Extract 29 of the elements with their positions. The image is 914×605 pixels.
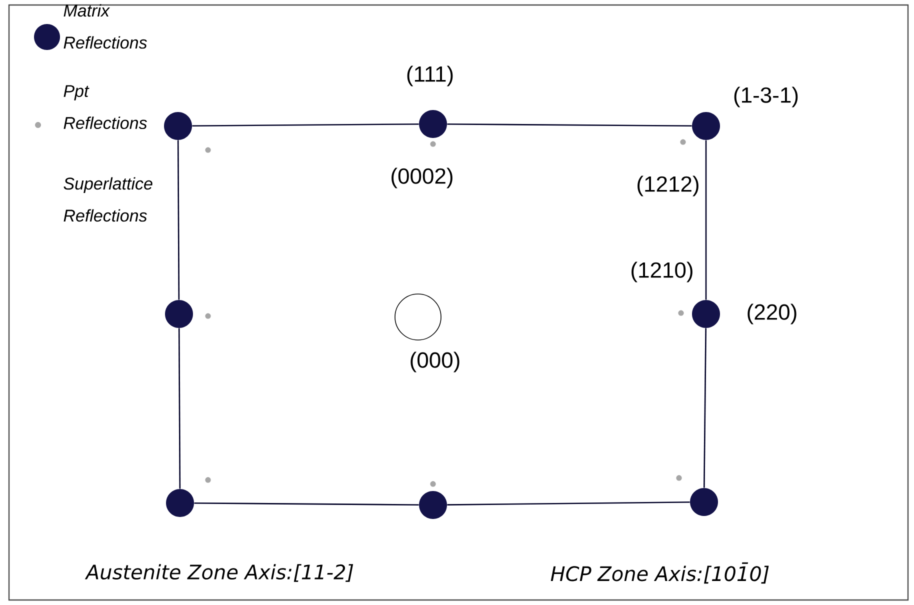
lattice-line [177, 140, 180, 300]
legend-text: Superlattice Reflections [64, 177, 152, 222]
lattice-line [704, 328, 706, 488]
zone-axis-label: Austenite Zone Axis:[11-2] [84, 564, 354, 582]
index-label: (1-3-1) [734, 86, 798, 108]
lattice-line [178, 328, 181, 489]
reflection-dot [166, 488, 194, 517]
legend-text: Ppt Reflections [64, 85, 147, 130]
index-label: (220) [748, 304, 796, 324]
index-label: (111) [407, 66, 453, 86]
reflection-dot [419, 110, 447, 138]
lattice-line [447, 502, 690, 506]
reflection-dot [419, 490, 447, 519]
index-label: (0002) [392, 168, 452, 188]
index-label: (000) [410, 352, 460, 372]
reflection-dot [165, 300, 193, 328]
reflection-dot [692, 300, 720, 328]
origin-spot [394, 294, 442, 340]
reflection-dot [692, 112, 720, 140]
index-label: (1212) [638, 176, 698, 196]
lattice-line [194, 502, 419, 506]
lattice-line [447, 123, 692, 127]
reflection-dot [164, 112, 192, 140]
index-label: (1210) [632, 262, 692, 282]
legend-text: Matrix Reflections [64, 4, 147, 49]
zone-axis-label: HCP Zone Axis:[101̄0] [550, 562, 769, 584]
lattice-line [192, 123, 419, 127]
reflection-dot [690, 488, 718, 516]
lattice-line [705, 140, 707, 300]
